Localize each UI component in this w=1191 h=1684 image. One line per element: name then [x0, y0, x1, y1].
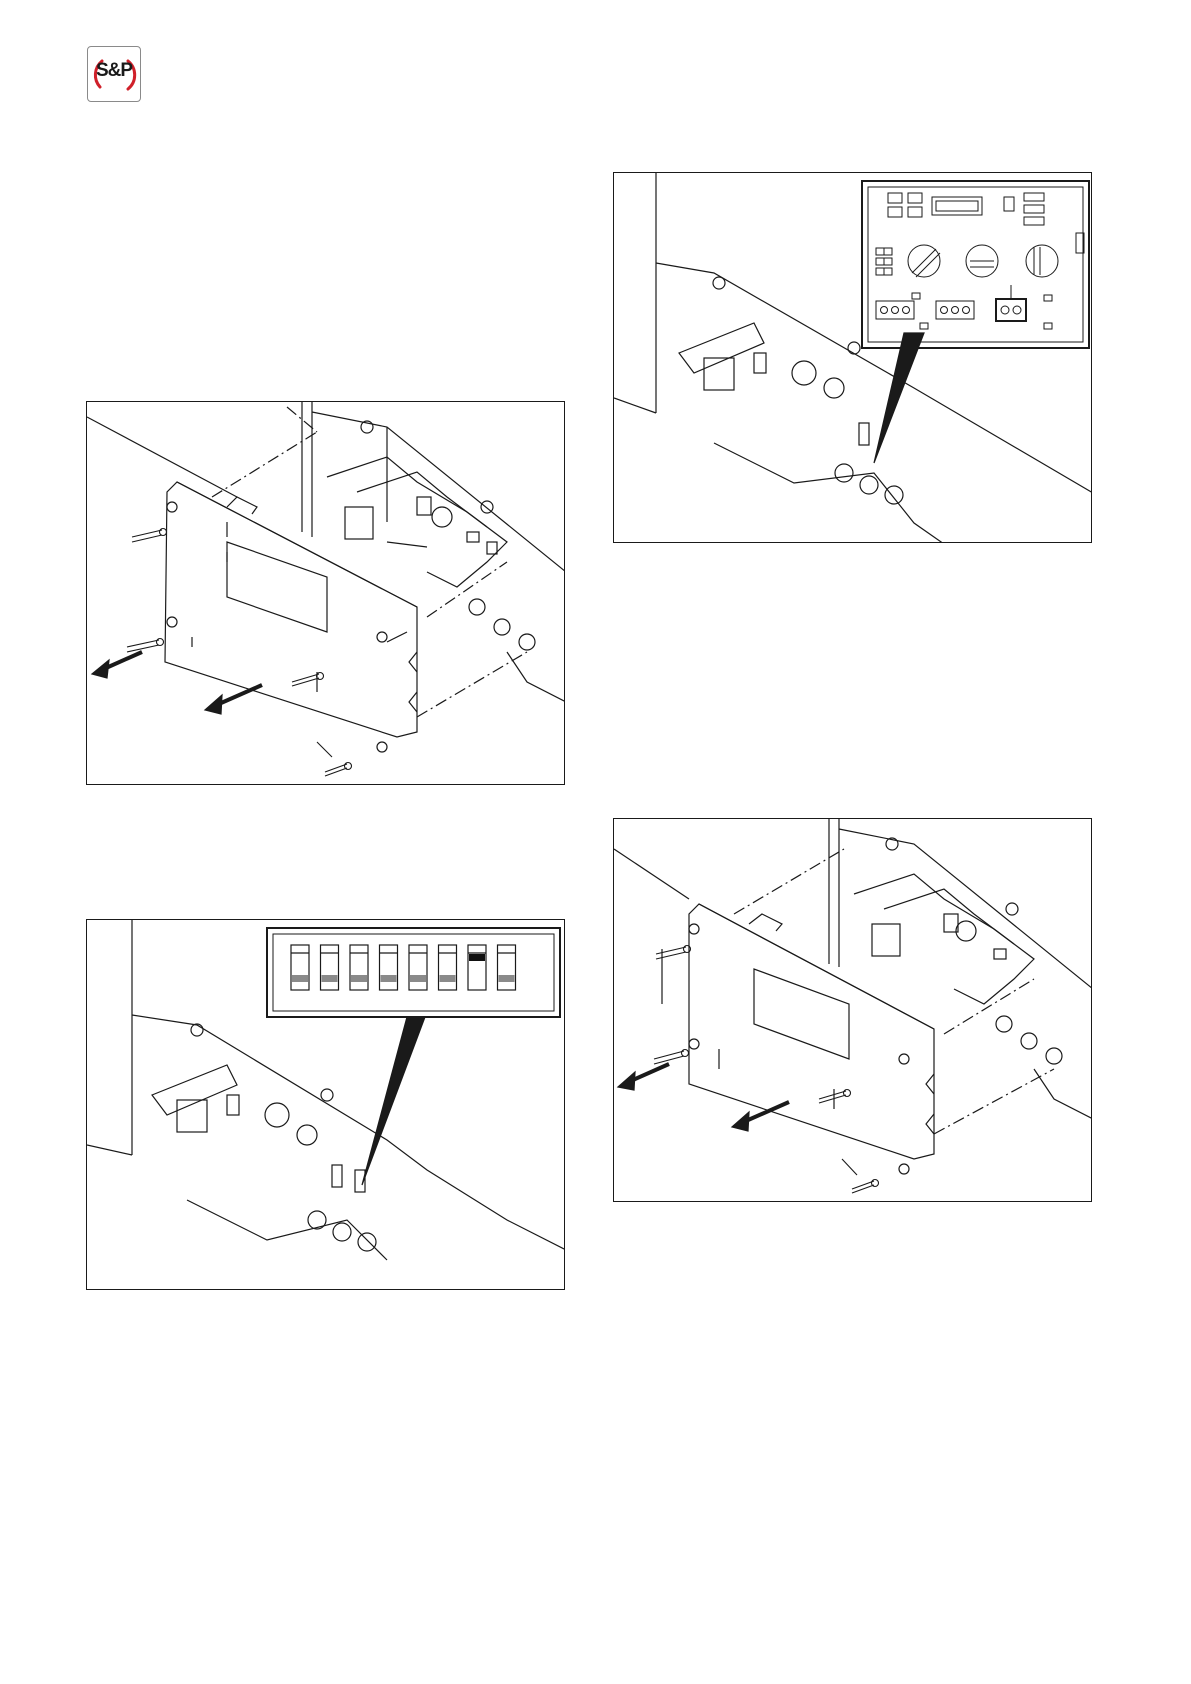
dip-switch: [380, 945, 398, 990]
figure-terminal-detail: [613, 172, 1092, 543]
dip-switch-icon: [87, 920, 565, 1290]
dip-switch: [321, 945, 339, 990]
dip-switch: [498, 945, 516, 990]
figure-cover-removal-left: [86, 401, 565, 785]
screws-and-cover-icon: [614, 819, 1092, 1202]
sp-logo: S&P: [87, 46, 141, 102]
logo-text: S&P: [88, 60, 140, 82]
screws-and-cover-icon: [87, 402, 565, 785]
circuit-board-icon: [614, 173, 1092, 543]
dip-switch: [409, 945, 427, 990]
dip-switch: [350, 945, 368, 990]
dip-switch-row: [291, 945, 516, 990]
figure-dip-switch-detail: [86, 919, 565, 1290]
dip-switch: [439, 945, 457, 990]
dip-switch: [291, 945, 309, 990]
dip-switch: [468, 945, 486, 990]
figure-cover-removal-right: [613, 818, 1092, 1202]
